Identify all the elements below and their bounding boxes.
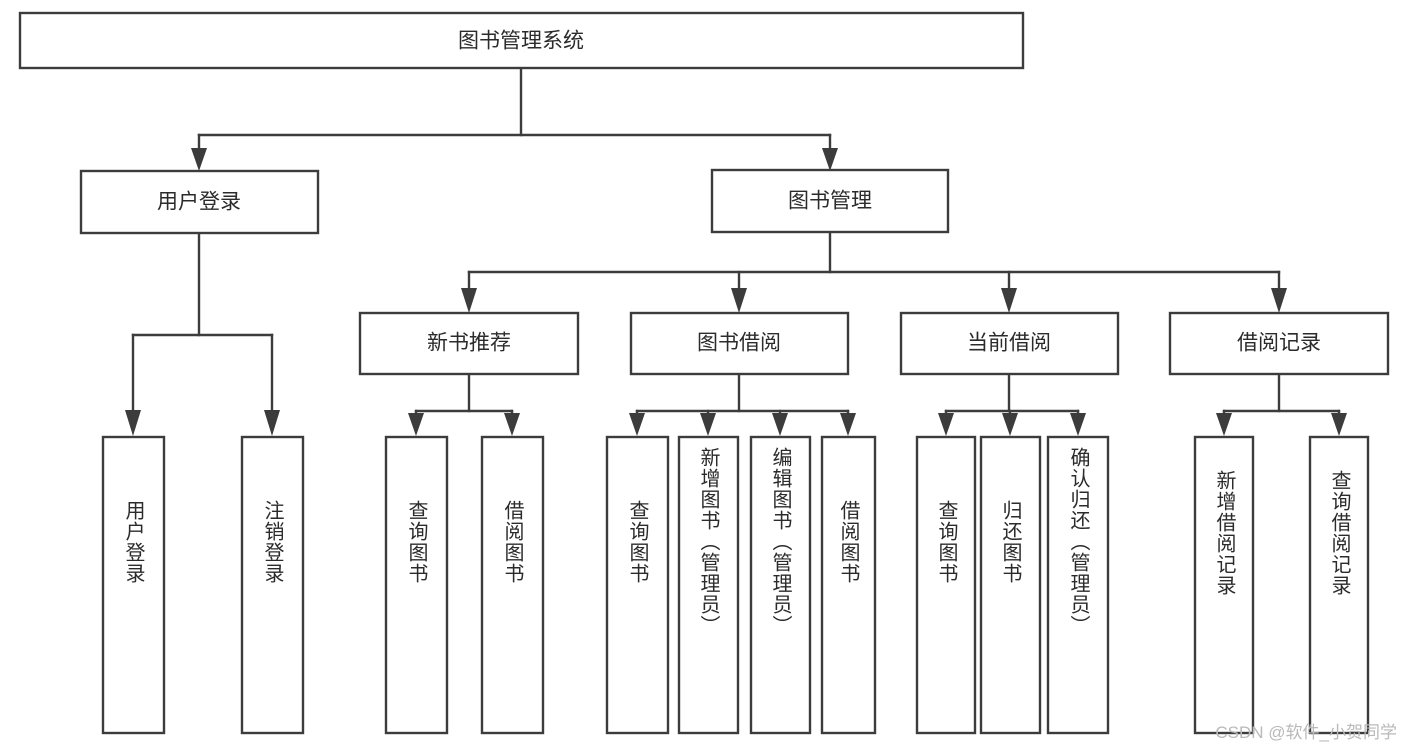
- node-new-book-recommend-box[interactable]: [358, 311, 580, 376]
- leaf-borrow-borrow[interactable]: 借阅图书: [820, 435, 877, 735]
- node-borrow-record[interactable]: 借阅记录: [1168, 311, 1390, 376]
- node-current-borrow-label: 当前借阅: [967, 332, 1051, 355]
- arrow-borrow-l3: [772, 413, 788, 436]
- leaf-current-query-box[interactable]: [915, 435, 977, 735]
- node-root-label: 图书管理系统: [458, 30, 584, 53]
- node-book-management-label: 图书管理: [788, 190, 872, 213]
- leaf-borrow-add-label: 新增图书（管理员）: [697, 447, 720, 636]
- node-book-borrow[interactable]: 图书借阅: [629, 311, 850, 376]
- leaf-borrow-add[interactable]: 新增图书（管理员）: [677, 435, 740, 735]
- node-user-login-label: 用户登录: [157, 191, 241, 214]
- node-borrow-record-label: 借阅记录: [1237, 332, 1321, 355]
- arrow-current-l3: [1070, 413, 1086, 436]
- node-new-book-recommend-label: 新书推荐: [427, 332, 511, 355]
- node-root-box[interactable]: [18, 11, 1025, 70]
- node-current-borrow-box[interactable]: [899, 311, 1120, 376]
- arrow-borrow-l1: [629, 413, 645, 436]
- leaf-borrow-borrow-label: 借阅图书: [837, 500, 860, 584]
- node-book-management-box[interactable]: [710, 168, 950, 234]
- arrow-to-record: [1271, 288, 1287, 313]
- leaf-user-login-1-label: 用户登录: [122, 500, 145, 584]
- node-current-borrow[interactable]: 当前借阅: [899, 311, 1120, 376]
- leaf-record-add[interactable]: 新增借阅记录: [1193, 435, 1255, 735]
- leaf-user-login-1-box[interactable]: [101, 435, 166, 735]
- node-root[interactable]: 图书管理系统: [18, 11, 1025, 70]
- arrow-to-current: [1001, 288, 1017, 313]
- arrow-to-bookmgmt: [822, 148, 838, 171]
- arrow-newbook-l1: [408, 413, 424, 436]
- leaf-newbook-borrow-label: 借阅图书: [501, 500, 524, 584]
- leaf-newbook-query-label: 查询图书: [405, 500, 428, 584]
- node-book-borrow-label: 图书借阅: [697, 332, 781, 355]
- connector-layer: [125, 66, 1347, 436]
- leaf-user-logout[interactable]: 注销登录: [240, 435, 305, 735]
- node-book-borrow-box[interactable]: [629, 311, 850, 376]
- leaf-user-login-1[interactable]: 用户登录: [101, 435, 166, 735]
- arrow-userlogin-l1: [125, 410, 141, 436]
- leaf-newbook-query-box[interactable]: [384, 435, 449, 735]
- leaf-record-query-box[interactable]: [1308, 435, 1370, 735]
- arrow-current-l1: [938, 413, 954, 436]
- leaf-borrow-add-box[interactable]: [677, 435, 740, 735]
- leaf-borrow-query[interactable]: 查询图书: [605, 435, 670, 735]
- leaf-current-query[interactable]: 查询图书: [915, 435, 977, 735]
- leaf-newbook-borrow[interactable]: 借阅图书: [480, 435, 545, 735]
- leaf-current-return[interactable]: 归还图书: [979, 435, 1042, 735]
- arrow-userlogin-l2: [264, 410, 280, 436]
- arrow-borrow-l4: [840, 413, 856, 436]
- leaf-user-logout-box[interactable]: [240, 435, 305, 735]
- arrow-to-borrow: [731, 288, 747, 313]
- leaf-newbook-query[interactable]: 查询图书: [384, 435, 449, 735]
- leaf-current-query-label: 查询图书: [935, 500, 958, 584]
- node-user-login-box[interactable]: [79, 169, 320, 235]
- leaf-current-return-box[interactable]: [979, 435, 1042, 735]
- arrow-current-l2: [1002, 413, 1018, 436]
- arrow-record-l1: [1216, 413, 1232, 436]
- node-book-management[interactable]: 图书管理: [710, 168, 950, 234]
- leaf-current-confirm-return[interactable]: 确认归还（管理员）: [1046, 435, 1110, 735]
- node-new-book-recommend[interactable]: 新书推荐: [358, 311, 580, 376]
- arrow-newbook-l2: [504, 413, 520, 436]
- arrow-to-newbook: [461, 288, 477, 313]
- arrow-to-userlogin: [191, 148, 207, 171]
- arrow-borrow-l2: [700, 413, 716, 436]
- leaf-user-logout-label: 注销登录: [261, 500, 284, 584]
- leaf-record-query[interactable]: 查询借阅记录: [1308, 435, 1370, 735]
- leaf-current-confirm-return-label: 确认归还（管理员）: [1067, 447, 1090, 636]
- leaf-current-confirm-return-box[interactable]: [1046, 435, 1110, 735]
- leaf-borrow-query-box[interactable]: [605, 435, 670, 735]
- arrow-record-l2: [1331, 413, 1347, 436]
- node-borrow-record-box[interactable]: [1168, 311, 1390, 376]
- leaf-borrow-edit-label: 编辑图书（管理员）: [769, 447, 792, 636]
- leaf-borrow-query-label: 查询图书: [626, 500, 649, 584]
- leaf-borrow-edit[interactable]: 编辑图书（管理员）: [749, 435, 812, 735]
- leaf-newbook-borrow-box[interactable]: [480, 435, 545, 735]
- leaf-borrow-edit-box[interactable]: [749, 435, 812, 735]
- leaf-record-add-box[interactable]: [1193, 435, 1255, 735]
- leaf-current-return-label: 归还图书: [999, 500, 1022, 584]
- node-user-login[interactable]: 用户登录: [79, 169, 320, 235]
- leaf-record-query-label: 查询借阅记录: [1328, 470, 1351, 596]
- leaf-borrow-borrow-box[interactable]: [820, 435, 877, 735]
- leaf-record-add-label: 新增借阅记录: [1213, 470, 1236, 596]
